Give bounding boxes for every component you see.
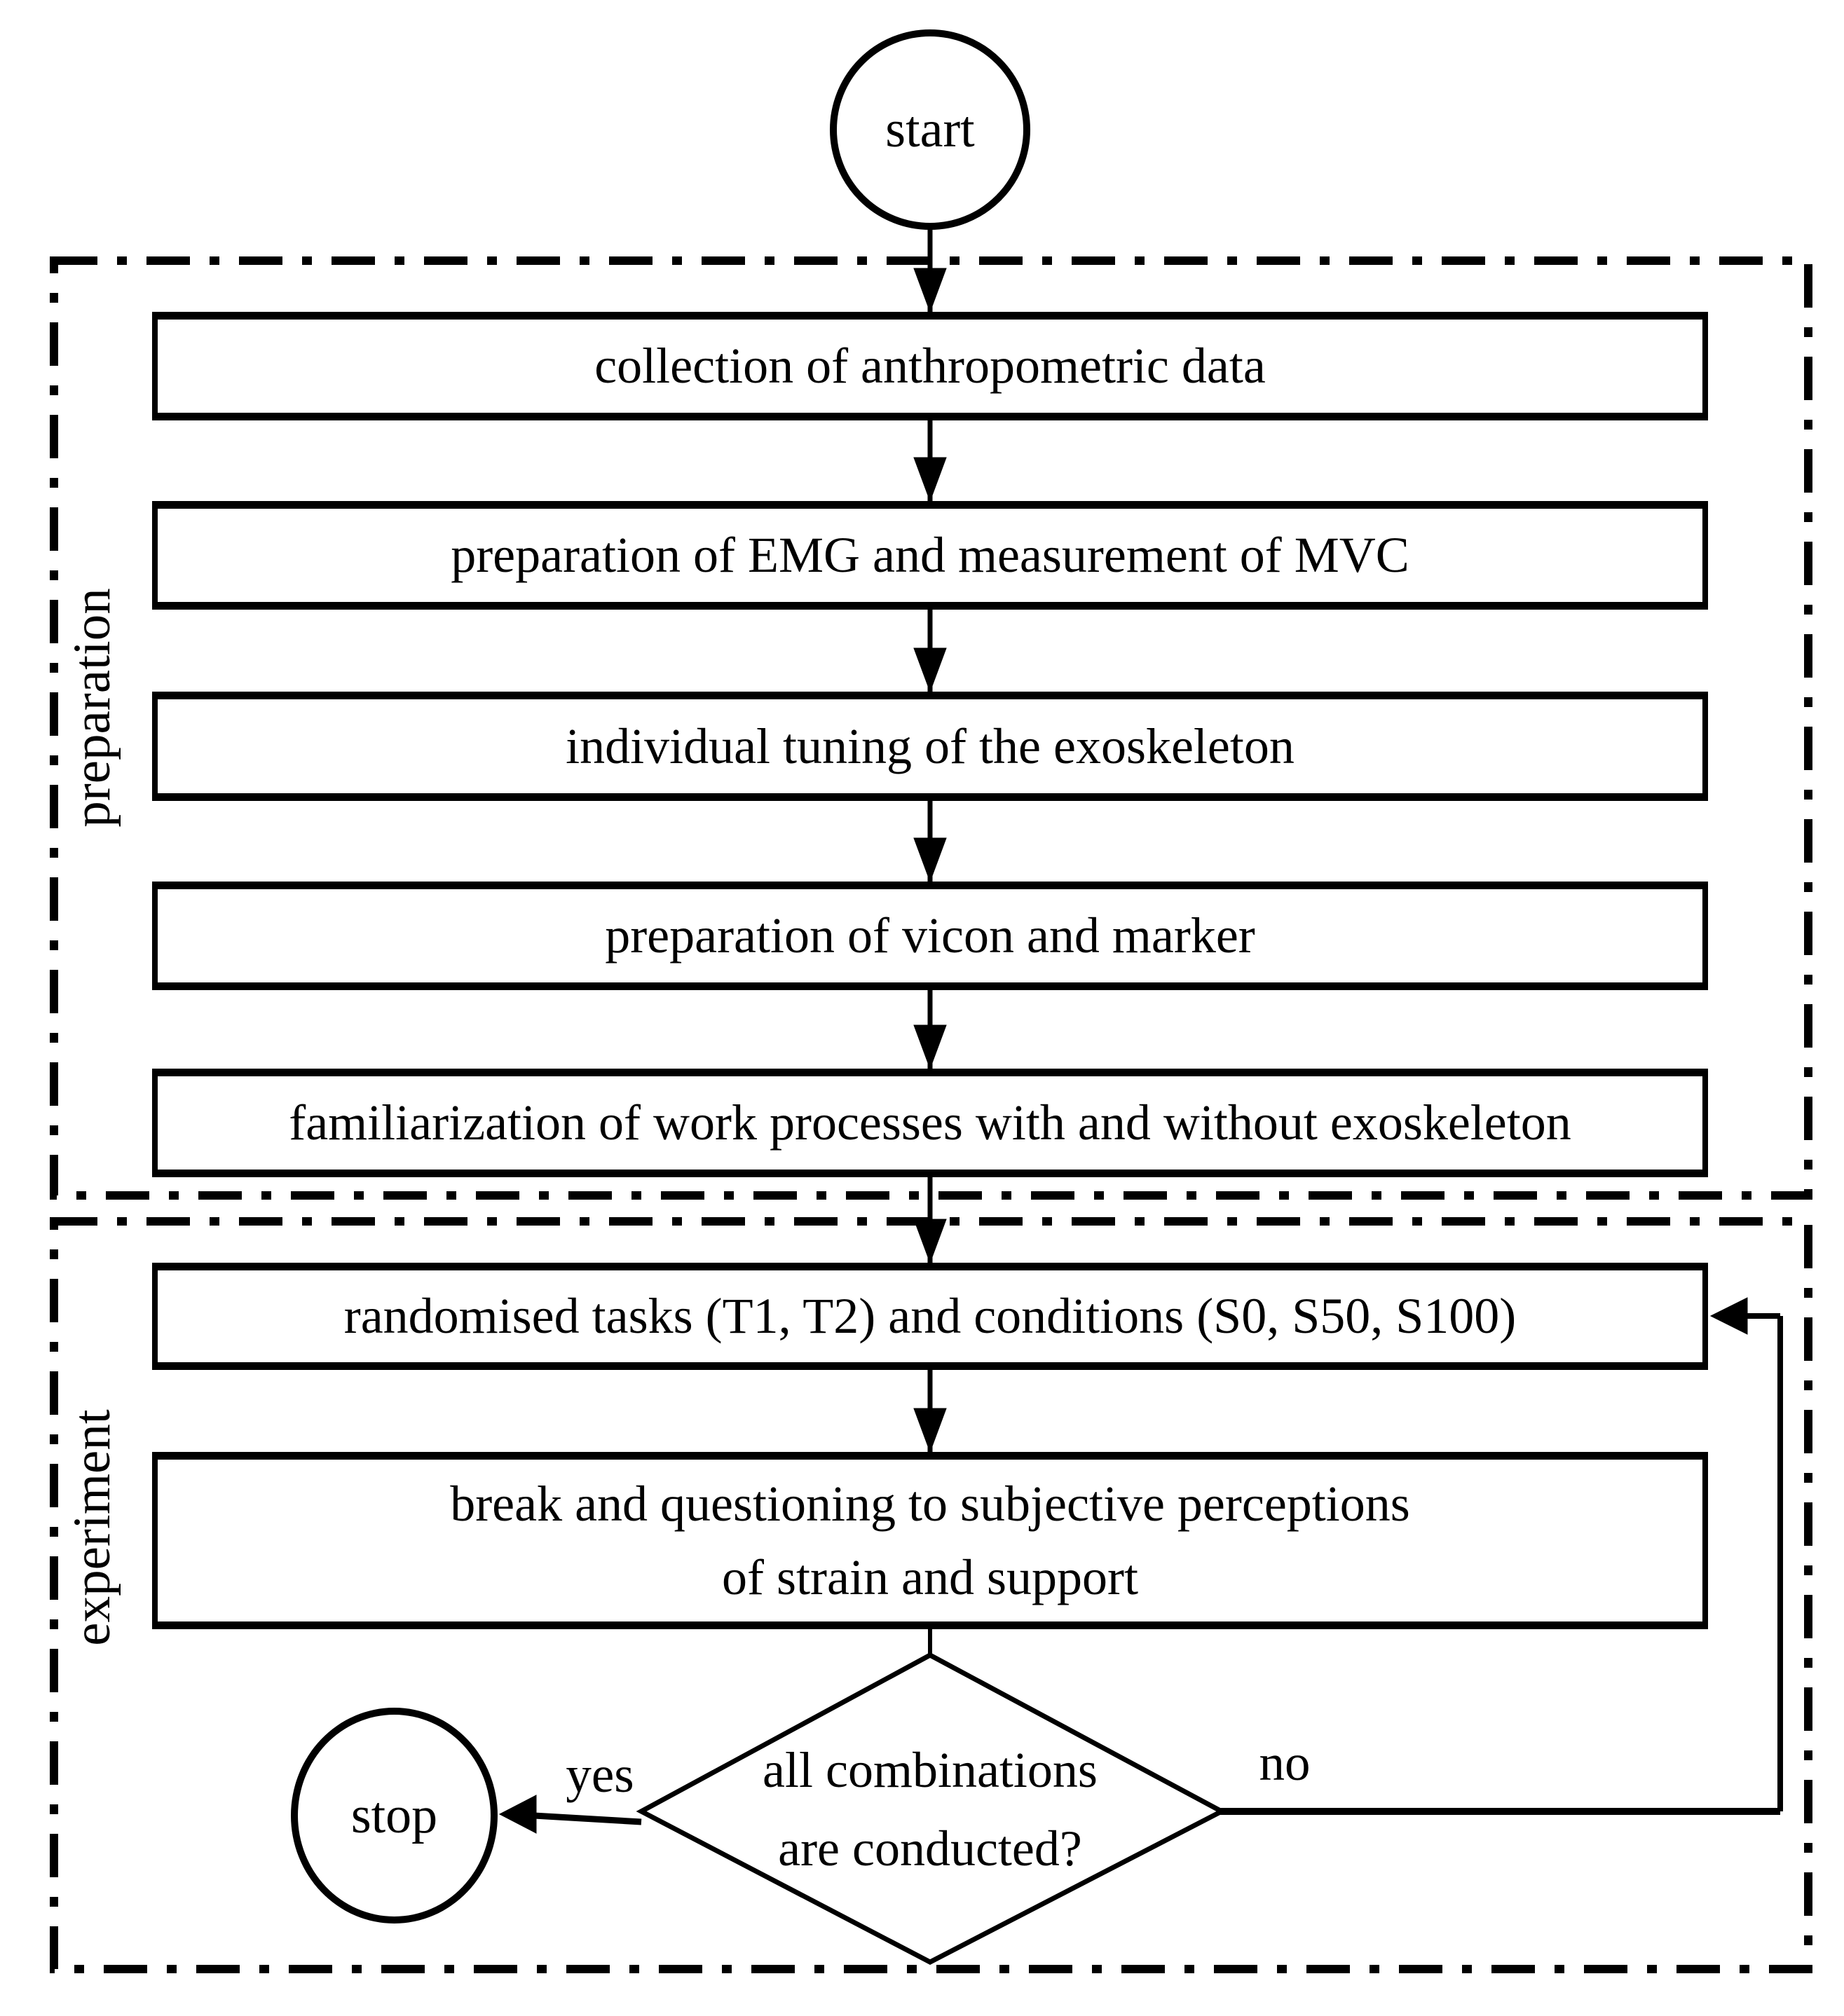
process-box-familiarization: familiarization of work processes with a… <box>152 1069 1708 1177</box>
arrowhead-into-step6-feedback <box>1709 1297 1748 1335</box>
yes-branch-label: yes <box>530 1740 670 1810</box>
arrowhead-into-step3 <box>913 647 947 693</box>
arrowhead-into-step5 <box>913 1024 947 1070</box>
no-label: no <box>1259 1734 1311 1791</box>
process-label: randomised tasks (T1, T2) and conditions… <box>343 1288 1517 1344</box>
stop-label: stop <box>350 1786 438 1844</box>
decision-diamond <box>636 1652 1227 1965</box>
yes-label: yes <box>566 1746 634 1803</box>
process-box-break-questioning: break and questioning to subjective perc… <box>152 1452 1708 1629</box>
arrowhead-into-step6 <box>913 1219 947 1264</box>
process-box-vicon-marker: preparation of vicon and marker <box>152 882 1708 990</box>
process-box-randomised-tasks: randomised tasks (T1, T2) and conditions… <box>152 1263 1708 1370</box>
process-label: preparation of vicon and marker <box>605 907 1255 964</box>
process-box-exoskeleton-tuning: individual tuning of the exoskeleton <box>152 692 1708 801</box>
start-node: start <box>830 29 1030 230</box>
decision-text: all combinations are conducted? <box>650 1698 1210 1922</box>
process-label: collection of anthropometric data <box>594 338 1266 394</box>
process-label-line1: break and questioning to subjective perc… <box>450 1476 1410 1532</box>
experiment-label: experiment <box>63 1409 121 1646</box>
arrowhead-into-step7 <box>913 1408 947 1453</box>
process-box-anthropometric-data: collection of anthropometric data <box>152 312 1708 420</box>
process-label: familiarization of work processes with a… <box>289 1095 1571 1151</box>
experiment-section-frame <box>50 1217 1812 1973</box>
section-label-experiment: experiment <box>60 1352 125 1703</box>
decision-line2: are conducted? <box>778 1820 1082 1877</box>
arrowhead-into-step1 <box>913 268 947 313</box>
process-label: individual tuning of the exoskeleton <box>566 718 1295 774</box>
section-label-preparation: preparation <box>60 533 125 883</box>
process-label-line2: of strain and support <box>722 1549 1138 1605</box>
decision-line1: all combinations <box>763 1742 1098 1799</box>
process-box-emg-mvc: preparation of EMG and measurement of MV… <box>152 501 1708 610</box>
process-label: preparation of EMG and measurement of MV… <box>451 527 1409 583</box>
preparation-label: preparation <box>63 588 121 828</box>
yes-branch-line <box>521 1811 642 1825</box>
arrowhead-into-stop <box>498 1795 537 1834</box>
arrowhead-into-step4 <box>913 837 947 883</box>
arrowhead-into-step2 <box>913 457 947 502</box>
no-branch-label: no <box>1215 1728 1355 1798</box>
preparation-section-frame <box>50 256 1812 1200</box>
start-label: start <box>885 100 975 158</box>
stop-node: stop <box>291 1708 498 1924</box>
